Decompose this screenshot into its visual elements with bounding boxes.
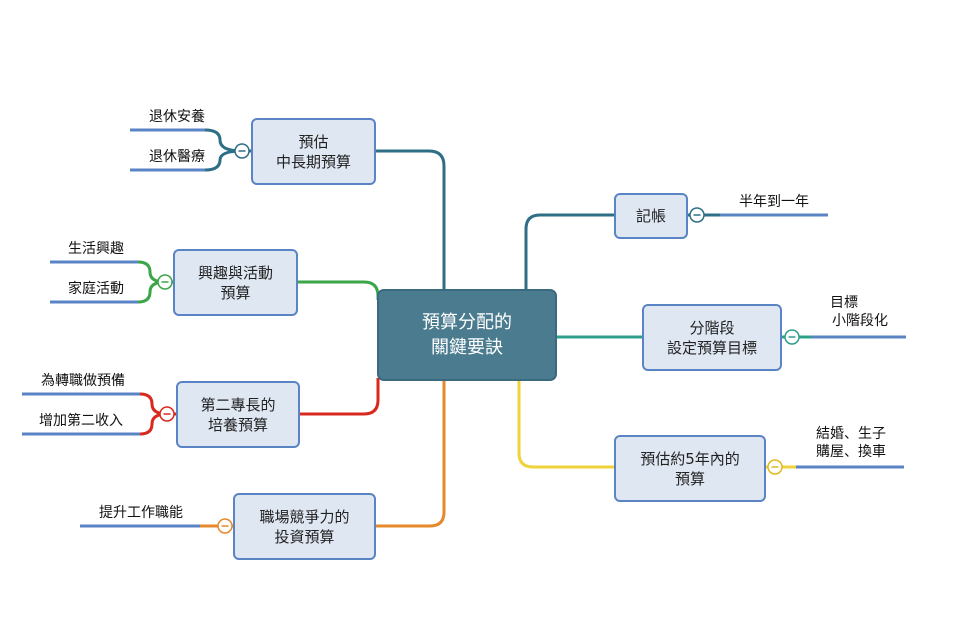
leaf-goal-line1: 目標 [830,295,858,311]
topic-five-year-line1: 預估約5年內的 [640,449,740,468]
connector-bookkeeping [524,213,614,290]
leaf-goal-line2: 小階段化 [832,313,888,329]
collapse-toggle-hobby[interactable] [157,274,173,290]
leaf-life-line1: 結婚、生子 [816,426,886,442]
topic-invest-line1: 職場競爭力的 [259,507,350,526]
topic-second-skill-line2: 培養預算 [207,415,268,434]
leaf-life-line2: 購屋、換車 [816,444,886,460]
topic-five-year-line2: 預算 [674,469,705,488]
leaf-underlines [22,128,906,528]
leaf-goal-staging[interactable]: 目標 小階段化 [812,294,908,330]
leaf-family-activity[interactable]: 家庭活動 [50,280,142,298]
topic-mid-long-line1: 預估 [298,132,329,151]
topic-invest-line2: 投資預算 [274,527,335,546]
leaf-life-hobby[interactable]: 生活興趣 [50,240,142,258]
leaf-second-income[interactable]: 增加第二收入 [22,412,140,430]
leaf-career-change[interactable]: 為轉職做預備 [22,372,144,390]
collapse-toggle-stage[interactable] [784,329,800,345]
topic-hobby-budget[interactable]: 興趣與活動 預算 [173,249,298,316]
topic-second-skill-budget[interactable]: 第二專長的 培養預算 [176,381,300,448]
topic-staged-goals[interactable]: 分階段 設定預算目標 [642,304,782,371]
collapse-toggle-second-skill[interactable] [159,406,175,422]
topic-bookkeeping-label: 記帳 [635,207,666,225]
topic-stage-line1: 分階段 [689,318,735,337]
topic-stage-line2: 設定預算目標 [666,338,757,357]
connector-second-skill [300,378,380,416]
topic-five-year-budget[interactable]: 預估約5年內的 預算 [614,435,766,502]
leaf-half-to-one-year[interactable]: 半年到一年 [722,193,826,211]
topic-mid-long-budget[interactable]: 預估 中長期預算 [251,118,376,185]
leaf-retire-care-label: 退休安養 [149,109,205,125]
collapse-toggle-mid-long[interactable] [234,143,250,159]
topic-hobby-line2: 預算 [220,283,251,302]
leaf-retire-medical[interactable]: 退休醫療 [130,148,205,166]
leaf-skill-up[interactable]: 提升工作職能 [80,504,202,522]
topic-mid-long-line2: 中長期預算 [275,152,351,171]
central-topic[interactable]: 預算分配的 關鍵要訣 [377,289,557,381]
leaf-second-income-label: 增加第二收入 [39,413,123,429]
topic-investment-budget[interactable]: 職場競爭力的 投資預算 [233,493,376,560]
collapse-toggle-five-year[interactable] [767,459,783,475]
leaf-retire-care[interactable]: 退休安養 [130,108,205,126]
topic-bookkeeping[interactable]: 記帳 [614,193,688,239]
leaf-career-change-label: 為轉職做預備 [41,373,125,389]
connector-hobby [298,280,380,300]
leaf-life-events[interactable]: 結婚、生子 購屋、換車 [796,425,906,461]
collapse-toggle-bookkeeping[interactable] [689,207,705,223]
connector-five-year [517,380,614,469]
connector-mid-long [376,149,446,290]
leaf-skill-up-label: 提升工作職能 [99,505,183,521]
leaf-retire-medical-label: 退休醫療 [149,149,205,165]
topic-hobby-line1: 興趣與活動 [197,263,273,282]
central-topic-line2: 關鍵要訣 [431,337,503,358]
central-topic-line1: 預算分配的 [422,312,512,333]
leaf-family-activity-label: 家庭活動 [68,281,124,297]
topic-second-skill-line1: 第二專長的 [200,395,276,414]
connector-invest [376,380,446,528]
collapse-toggle-invest[interactable] [217,518,233,534]
leaf-half-to-one-year-label: 半年到一年 [739,194,809,210]
leaf-life-hobby-label: 生活興趣 [68,241,124,257]
